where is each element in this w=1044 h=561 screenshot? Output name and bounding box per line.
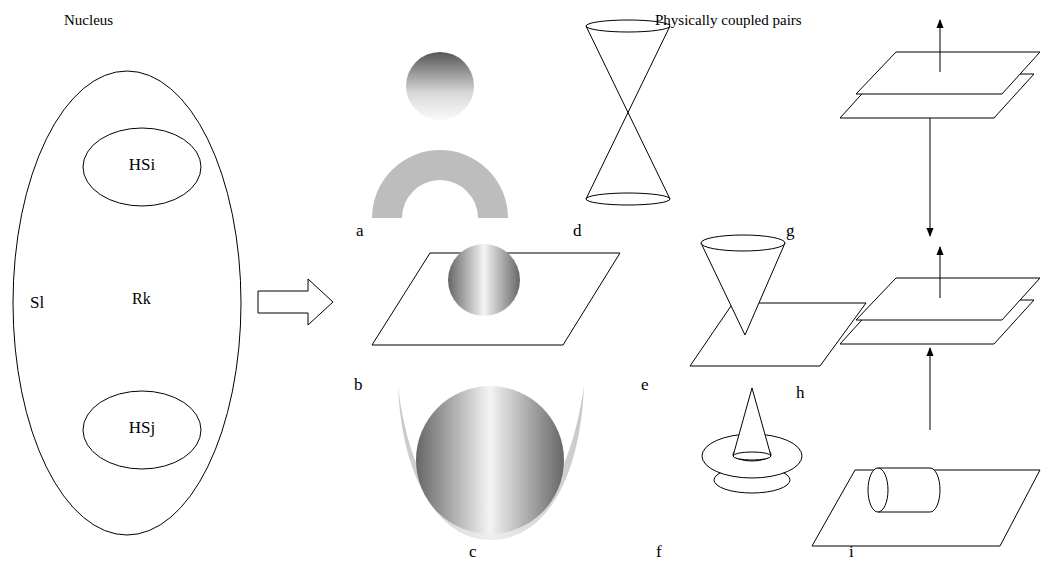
nucleus-ellipse: Sl HSiHSj bbox=[12, 70, 242, 536]
plane-pair-together bbox=[840, 247, 1040, 430]
cone bbox=[701, 243, 785, 335]
figure-letter: i bbox=[849, 543, 854, 561]
cup bbox=[398, 386, 584, 540]
double-cone bbox=[586, 20, 670, 205]
cone-base bbox=[701, 235, 785, 251]
figure-letter: a bbox=[356, 222, 364, 241]
heading-label: Nucleus bbox=[64, 12, 113, 29]
figure-letter: g bbox=[786, 222, 795, 241]
subsystem-label: HSj bbox=[129, 419, 155, 438]
cone-in-torus bbox=[702, 388, 802, 493]
arch bbox=[372, 150, 508, 218]
sphere bbox=[448, 244, 520, 316]
heading-label: Physically coupled pairs bbox=[655, 12, 802, 29]
hollow-arrow bbox=[258, 279, 333, 325]
figure-letter: h bbox=[796, 384, 805, 403]
plane bbox=[690, 303, 866, 366]
subsystem-label: HSi bbox=[129, 156, 155, 175]
relation-label: Rk bbox=[130, 290, 153, 308]
figure-letter: f bbox=[656, 543, 662, 561]
figure-letter: e bbox=[641, 376, 649, 395]
subsystem-ellipse: HSi bbox=[82, 127, 202, 207]
sphere bbox=[416, 386, 564, 534]
figure-letter: c bbox=[469, 543, 477, 561]
figure-letter: b bbox=[354, 376, 363, 395]
figure-letter: d bbox=[573, 222, 582, 241]
cylinder bbox=[868, 468, 940, 512]
system-label: Sl bbox=[30, 294, 44, 313]
subsystem-ellipse: HSj bbox=[82, 390, 202, 470]
plane-pair-apart bbox=[840, 20, 1040, 236]
sphere bbox=[406, 52, 474, 120]
